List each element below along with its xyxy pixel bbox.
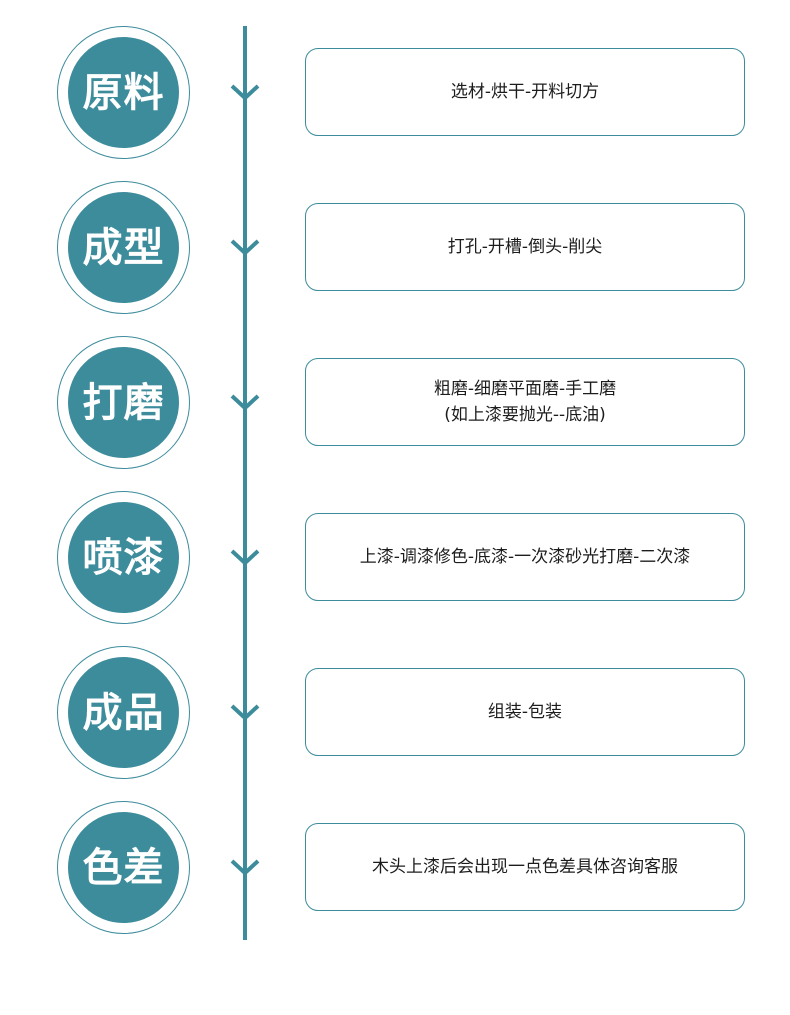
stage-description-text: 粗磨-细磨平面磨-手工磨 (如上漆要抛光--底油) bbox=[433, 378, 617, 425]
stage-row: 成品 组装-包装 bbox=[0, 646, 790, 779]
stage-badge-label: 成型 bbox=[82, 224, 165, 271]
stage-row: 打磨 粗磨-细磨平面磨-手工磨 (如上漆要抛光--底油) bbox=[0, 336, 790, 469]
chevron-down-icon bbox=[225, 72, 265, 112]
stage-badge-label: 喷漆 bbox=[82, 534, 165, 581]
stage-description-box: 粗磨-细磨平面磨-手工磨 (如上漆要抛光--底油) bbox=[305, 358, 745, 446]
stage-badge-finished-product[interactable]: 成品 bbox=[57, 646, 190, 779]
stage-description-text: 组装-包装 bbox=[487, 701, 563, 722]
stage-description-box: 上漆-调漆修色-底漆-一次漆砂光打磨-二次漆 bbox=[305, 513, 745, 601]
chevron-down-icon bbox=[225, 692, 265, 732]
stage-badge-painting[interactable]: 喷漆 bbox=[57, 491, 190, 624]
stage-description-text: 打孔-开槽-倒头-削尖 bbox=[447, 236, 603, 257]
stage-description-box: 打孔-开槽-倒头-削尖 bbox=[305, 203, 745, 291]
stage-badge-label: 打磨 bbox=[82, 379, 165, 426]
stage-description-box: 木头上漆后会出现一点色差具体咨询客服 bbox=[305, 823, 745, 911]
stage-badge-forming[interactable]: 成型 bbox=[57, 181, 190, 314]
chevron-down-icon bbox=[225, 382, 265, 422]
stage-row: 原料 选材-烘干-开料切方 bbox=[0, 26, 790, 159]
stage-row: 色差 木头上漆后会出现一点色差具体咨询客服 bbox=[0, 801, 790, 934]
stage-badge-ring: 成品 bbox=[64, 653, 183, 772]
stage-badge-raw-material[interactable]: 原料 bbox=[57, 26, 190, 159]
stage-badge-ring: 成型 bbox=[64, 188, 183, 307]
stage-description-text: 上漆-调漆修色-底漆-一次漆砂光打磨-二次漆 bbox=[359, 546, 691, 567]
stage-description-text: 选材-烘干-开料切方 bbox=[450, 81, 600, 102]
stage-description-text: 木头上漆后会出现一点色差具体咨询客服 bbox=[372, 856, 678, 877]
stage-badge-sanding[interactable]: 打磨 bbox=[57, 336, 190, 469]
stage-badge-color-difference[interactable]: 色差 bbox=[57, 801, 190, 934]
stage-row: 喷漆 上漆-调漆修色-底漆-一次漆砂光打磨-二次漆 bbox=[0, 491, 790, 624]
chevron-down-icon bbox=[225, 847, 265, 887]
stage-row: 成型 打孔-开槽-倒头-削尖 bbox=[0, 181, 790, 314]
chevron-down-icon bbox=[225, 537, 265, 577]
flow-spine-line bbox=[243, 26, 247, 940]
stage-badge-ring: 色差 bbox=[64, 808, 183, 927]
stage-badge-label: 成品 bbox=[82, 689, 165, 736]
stage-badge-ring: 原料 bbox=[64, 33, 183, 152]
stage-badge-ring: 打磨 bbox=[64, 343, 183, 462]
stage-description-box: 组装-包装 bbox=[305, 668, 745, 756]
stage-badge-label: 色差 bbox=[82, 844, 165, 891]
stage-badge-label: 原料 bbox=[82, 69, 165, 116]
stage-badge-ring: 喷漆 bbox=[64, 498, 183, 617]
stage-description-box: 选材-烘干-开料切方 bbox=[305, 48, 745, 136]
chevron-down-icon bbox=[225, 227, 265, 267]
